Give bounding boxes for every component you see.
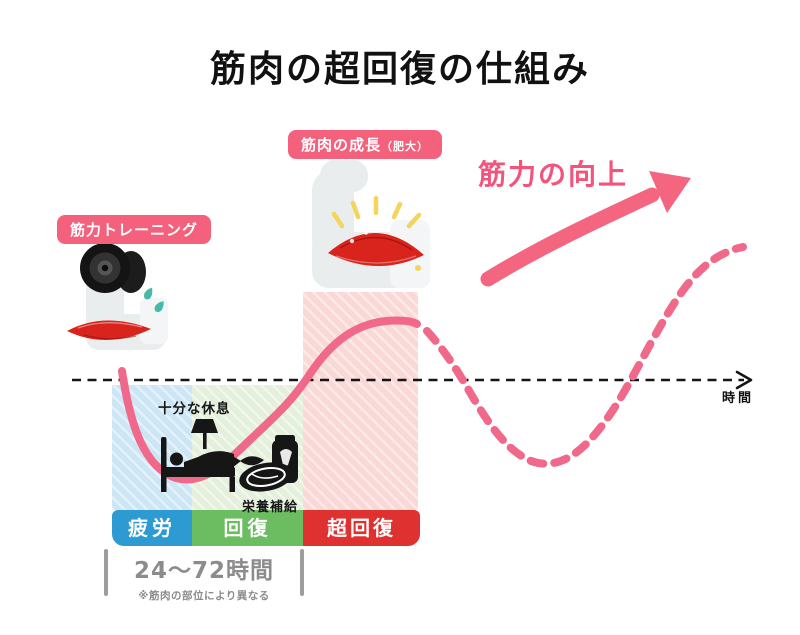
bicep-growth-icon (312, 160, 430, 288)
growth-callout: 筋肉の成長（肥大） (288, 130, 443, 159)
time-axis-label: 時間 (722, 391, 755, 406)
nutrition-label: 栄養補給 (242, 500, 299, 515)
page-title: 筋肉の超回復の仕組み (209, 49, 590, 90)
phase-bar-fatigue: 疲労 (112, 510, 192, 546)
training-callout: 筋力トレーニング (57, 215, 212, 244)
strength-curve-dashed (423, 243, 747, 468)
growth-callout-sublabel: （肥大） (381, 140, 430, 153)
improvement-label: 筋力の向上 (478, 158, 629, 191)
rest-label: 十分な休息 (158, 401, 231, 417)
duration-note: ※筋肉の部位により異なる (138, 590, 270, 602)
duration-range: 24〜72時間 (133, 558, 274, 584)
duration-block: 24〜72時間 ※筋肉の部位により異なる (104, 551, 304, 603)
duration-bracket-left (104, 549, 108, 596)
duration-bracket-right (300, 549, 304, 596)
axis-arrow-icon (735, 370, 753, 390)
dumbbell-training-icon (67, 243, 168, 350)
zone-supercompensation (303, 292, 418, 510)
growth-callout-label: 筋肉の成長 (301, 136, 382, 154)
phase-bar-supercompensation: 超回復 (303, 510, 420, 546)
sweat-drops-icon (143, 287, 164, 313)
phase-bar-recovery: 回復 (192, 510, 303, 546)
sparkle-rays-icon (331, 195, 422, 229)
training-callout-label: 筋力トレーニング (70, 221, 199, 239)
